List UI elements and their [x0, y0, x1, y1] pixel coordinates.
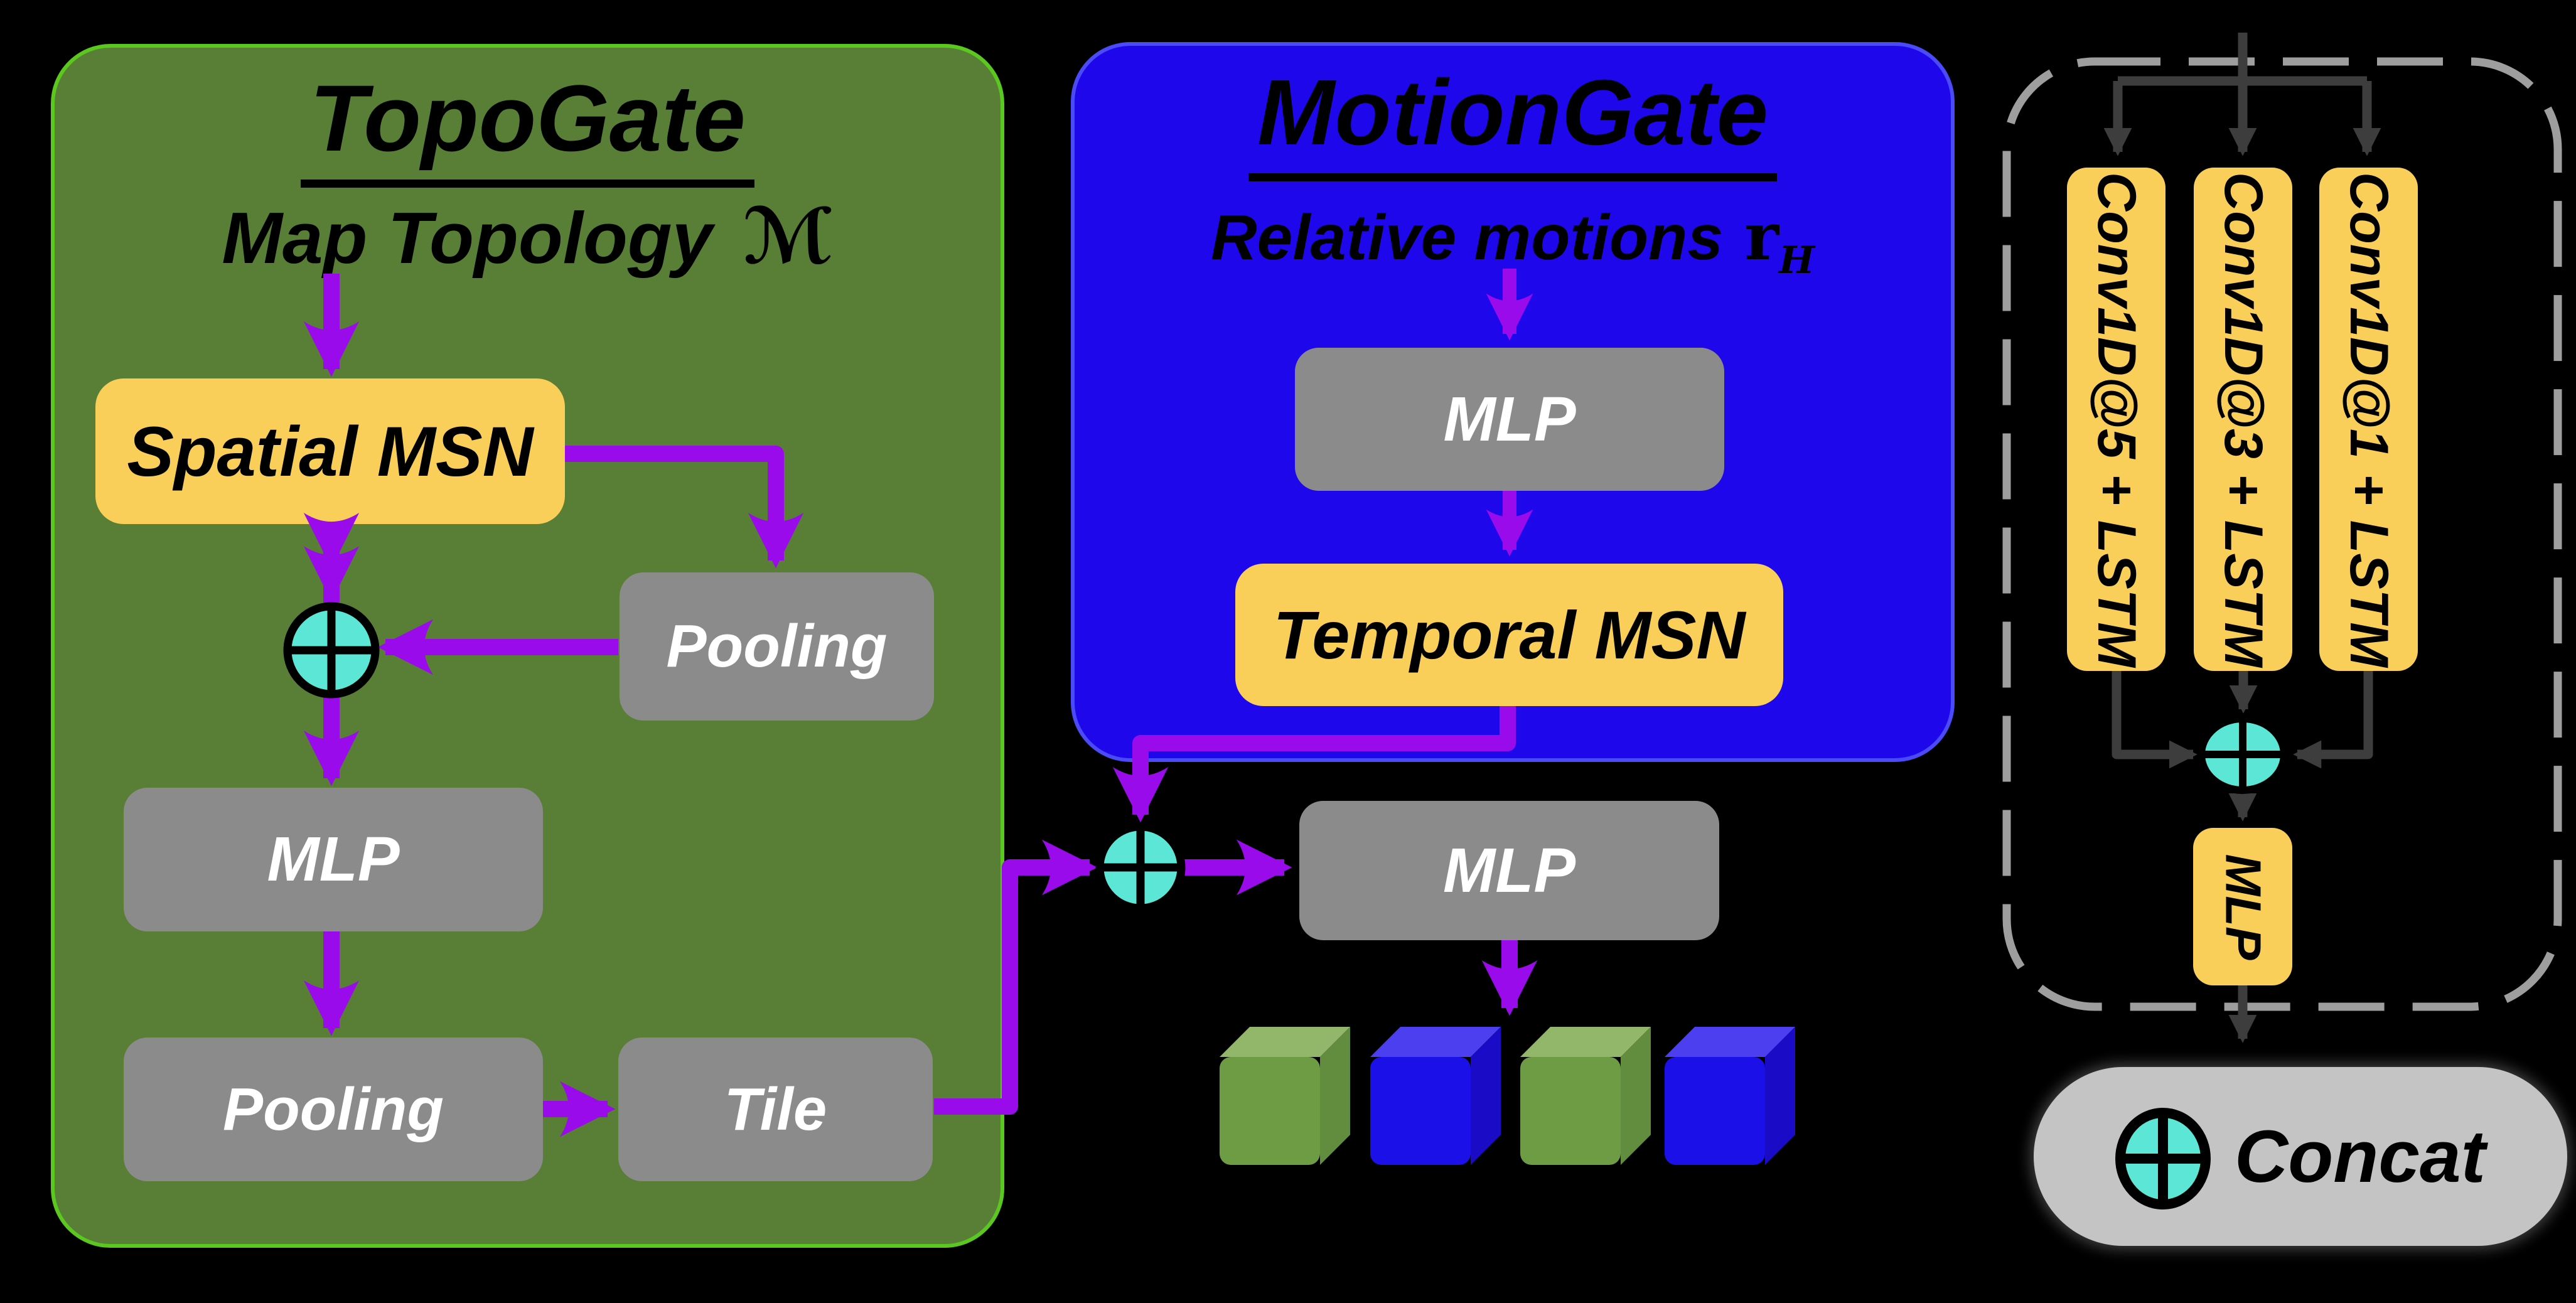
topogate-title-text: TopoGate	[301, 65, 754, 188]
branch1-to-concat-arrow	[2293, 671, 2373, 769]
conv1d-5-lstm-box: Conv1D@5 + LSTM	[2067, 168, 2165, 671]
conv1d-3-lstm-label: Conv1D@3 + LSTM	[2213, 171, 2274, 667]
temporal-msn-box: Temporal MSN	[1235, 564, 1783, 706]
msn-mlp-box: MLP	[2193, 828, 2292, 985]
branch5-to-concat-arrow	[2112, 671, 2198, 769]
fusion-mlp-box: MLP	[1299, 801, 1719, 940]
tile-label: Tile	[724, 1075, 827, 1143]
pooling-top-label: Pooling	[666, 613, 888, 680]
cube-blue-2	[1665, 1027, 1795, 1165]
cube-green-1	[1220, 1027, 1350, 1165]
topogate-title: TopoGate	[55, 64, 1001, 188]
fusion-concat-icon	[1095, 822, 1186, 913]
map-topology-text: Map Topology	[222, 197, 713, 279]
msn-concat-icon	[2198, 715, 2288, 794]
spatial-msn-box: Spatial MSN	[95, 378, 565, 524]
topogate-input-label: Map Topology ℳ	[55, 192, 1001, 281]
motiongate-mlp-label: MLP	[1443, 383, 1576, 454]
relative-motions-symbol: rH	[1744, 198, 1815, 282]
motiongate-mlp-box: MLP	[1295, 348, 1724, 491]
conv1d-1-lstm-box: Conv1D@1 + LSTM	[2319, 168, 2418, 671]
msn-mlp-label: MLP	[2215, 854, 2271, 960]
cube-green-2	[1520, 1027, 1651, 1165]
motiongate-input-label: Relative motions rH	[1075, 198, 1951, 282]
pooling-top-box: Pooling	[620, 572, 934, 721]
topogate-mlp-label: MLP	[267, 824, 400, 894]
motiongate-title: MotionGate	[1075, 60, 1951, 181]
cube-blue-1	[1370, 1027, 1501, 1165]
relative-motions-text: Relative motions	[1211, 201, 1724, 273]
fusion-mlp-label: MLP	[1442, 835, 1576, 906]
pooling-bottom-box: Pooling	[124, 1038, 543, 1181]
spatial-msn-label: Spatial MSN	[127, 412, 534, 491]
map-topology-symbol: ℳ	[743, 192, 834, 281]
output-cubes	[1220, 1027, 1795, 1165]
tile-box: Tile	[618, 1038, 933, 1181]
temporal-msn-label: Temporal MSN	[1273, 597, 1746, 673]
conv1d-5-lstm-label: Conv1D@5 + LSTM	[2086, 171, 2147, 667]
motiongate-title-text: MotionGate	[1248, 61, 1777, 181]
conv1d-3-lstm-box: Conv1D@3 + LSTM	[2194, 168, 2292, 671]
topogate-mlp-box: MLP	[124, 788, 543, 931]
pooling-bottom-label: Pooling	[223, 1075, 444, 1143]
concat-legend-label: Concat	[2235, 1115, 2486, 1198]
conv1d-1-lstm-label: Conv1D@1 + LSTM	[2339, 171, 2400, 667]
